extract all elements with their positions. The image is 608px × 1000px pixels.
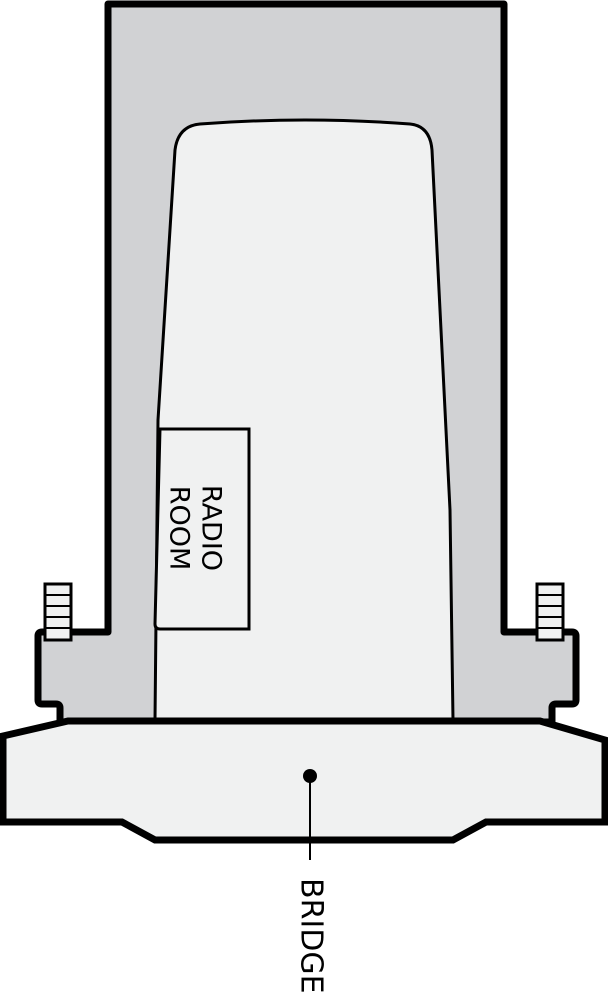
- radio-room-box: [153, 427, 251, 631]
- left-ladder-icon: [43, 582, 73, 642]
- bridge-deck-outline: [0, 717, 608, 844]
- radio-room-label-line2: ROOM: [164, 486, 195, 571]
- radio-room-label-line1: RADIO: [196, 485, 227, 571]
- right-ladder-icon: [535, 582, 565, 642]
- bridge-label: BRIDGE: [294, 878, 329, 994]
